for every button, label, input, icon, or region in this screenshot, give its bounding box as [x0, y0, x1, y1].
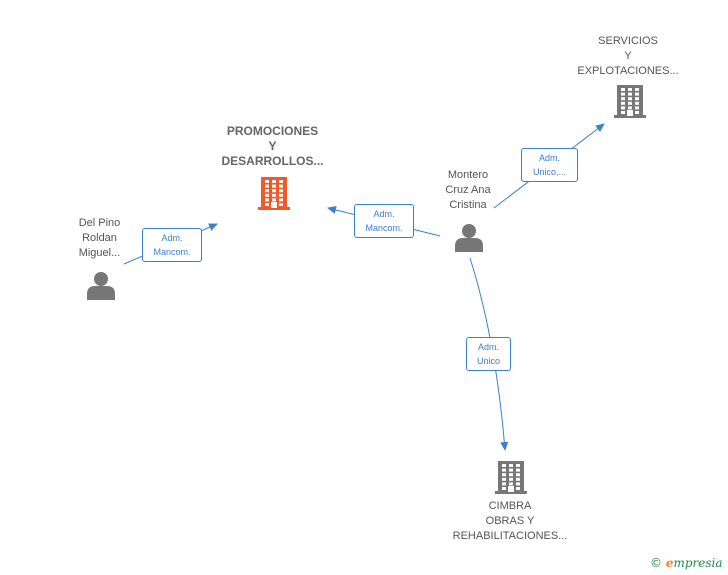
building-icon-promociones[interactable] — [258, 177, 290, 210]
copyright-icon: © — [650, 556, 662, 570]
node-label-line: OBRAS Y — [485, 515, 535, 527]
edge-label-montero-servicios[interactable]: Adm. Unico,... — [521, 148, 578, 182]
edge-label-line: Mancom. — [153, 247, 191, 257]
node-label-servicios[interactable]: SERVICIOS Y EXPLOTACIONES... — [563, 34, 693, 79]
person-icon-montero[interactable] — [455, 224, 483, 252]
node-label-line: CIMBRA — [488, 500, 532, 512]
node-label-line: Montero — [447, 169, 489, 181]
brand-name: mpresia — [673, 556, 723, 570]
edge-label-line: Mancom. — [365, 223, 403, 233]
edge-label-delpino-promociones[interactable]: Adm. Mancom. — [142, 228, 202, 262]
edge-label-line: Unico — [476, 356, 500, 366]
edge-label-line: Adm. — [477, 342, 499, 352]
node-label-line: Roldan — [82, 232, 117, 244]
building-icon-cimbra[interactable] — [495, 461, 527, 494]
edge-label-line: Adm. — [373, 209, 395, 219]
node-label-delpino[interactable]: Del Pino Roldan Miguel... — [62, 216, 137, 261]
node-label-line: EXPLOTACIONES... — [577, 65, 679, 77]
edge-label-line: Unico,... — [532, 167, 566, 177]
node-label-line: Y — [624, 50, 632, 62]
empresia-logo: © empresia — [650, 556, 723, 570]
node-label-line: Del Pino — [78, 217, 121, 229]
edge-label-montero-cimbra[interactable]: Adm. Unico — [466, 337, 511, 371]
building-icon-servicios[interactable] — [614, 85, 646, 118]
edge-label-montero-promociones[interactable]: Adm. Mancom. — [354, 204, 414, 238]
node-label-line: Cruz Ana — [445, 184, 491, 196]
brand-initial: e — [665, 556, 674, 570]
node-label-line: PROMOCIONES — [226, 124, 319, 138]
node-label-promociones[interactable]: PROMOCIONES Y DESARROLLOS... — [205, 124, 340, 169]
node-label-line: REHABILITACIONES... — [452, 530, 568, 542]
node-label-line: SERVICIOS — [598, 35, 658, 47]
node-label-line: Y — [268, 139, 277, 153]
edge-label-line: Adm. — [161, 233, 183, 243]
node-label-montero[interactable]: Montero Cruz Ana Cristina — [428, 168, 508, 213]
person-icon-delpino[interactable] — [87, 272, 115, 300]
node-label-line: Cristina — [449, 199, 487, 211]
node-label-line: Miguel... — [78, 247, 121, 259]
node-label-line: DESARROLLOS... — [221, 154, 324, 168]
edge-label-line: Adm. — [538, 153, 560, 163]
node-label-cimbra[interactable]: CIMBRA OBRAS Y REHABILITACIONES... — [440, 499, 580, 544]
